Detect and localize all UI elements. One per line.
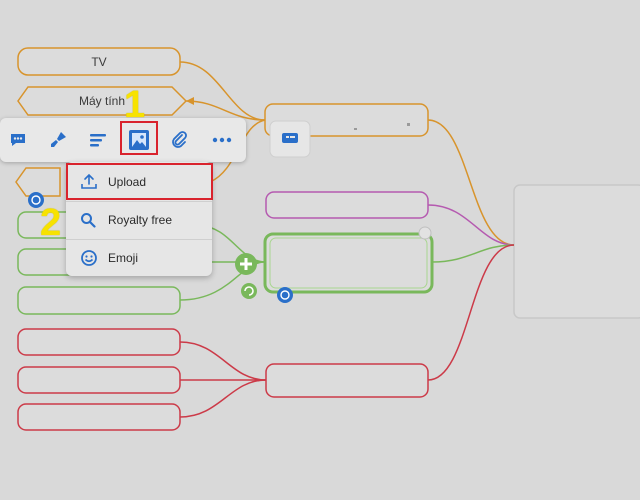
menu-item-emoji[interactable]: Emoji	[66, 240, 212, 276]
step-number-2: 2	[40, 202, 62, 244]
comment-icon	[11, 134, 25, 146]
red-leaf-node[interactable]	[17, 403, 181, 431]
menu-divider	[66, 201, 212, 202]
orange-branch-connector	[185, 100, 266, 121]
upload-highlight	[66, 163, 213, 200]
comment-button[interactable]	[4, 126, 32, 154]
image-button-highlight	[120, 121, 158, 155]
red-branch-connector	[179, 341, 267, 381]
central-node[interactable]	[513, 184, 640, 319]
image-menu: Upload Royalty free Emoji	[66, 162, 212, 276]
green-selected-node[interactable]	[263, 232, 434, 294]
menu-item-royalty-free[interactable]: Royalty free	[66, 202, 212, 238]
menu-item-emoji-label: Emoji	[108, 251, 139, 265]
red-leaf-node[interactable]	[17, 366, 181, 394]
node-tv[interactable]	[17, 47, 181, 76]
orange-branch-connector	[427, 119, 515, 246]
image-icon	[129, 130, 149, 150]
red-parent-node[interactable]	[265, 363, 429, 398]
menu-divider	[66, 239, 212, 240]
step-number-1: 1	[124, 84, 146, 126]
more-icon	[212, 137, 232, 143]
arrow-head	[186, 97, 194, 105]
green-branch-connector	[179, 261, 266, 301]
text-button[interactable]	[84, 126, 112, 154]
green-leaf-node[interactable]	[17, 286, 181, 315]
link-handle[interactable]	[28, 192, 44, 208]
text-align-icon	[90, 134, 106, 147]
emoji-icon	[80, 249, 100, 267]
node-may-tinh[interactable]	[17, 86, 188, 116]
link-handle[interactable]	[277, 287, 293, 303]
node-tv-label: TV	[91, 55, 107, 69]
green-branch-connector	[431, 244, 515, 263]
red-branch-connector	[179, 379, 267, 418]
image-button[interactable]	[125, 126, 153, 154]
upload-icon	[80, 173, 100, 191]
menu-item-royalty-free-label: Royalty free	[108, 213, 173, 227]
resize-handle[interactable]	[418, 226, 432, 240]
search-icon	[80, 212, 100, 228]
node-hidden-orange[interactable]	[15, 167, 61, 197]
menu-item-upload-label: Upload	[108, 175, 147, 189]
style-button[interactable]	[44, 126, 72, 154]
purple-branch-connector	[427, 204, 515, 246]
node-may-tinh-label: Máy tính	[78, 94, 126, 108]
collapse-button[interactable]	[241, 283, 257, 299]
red-branch-connector	[427, 244, 515, 381]
menu-item-upload[interactable]: Upload	[66, 164, 212, 200]
purple-node[interactable]	[265, 191, 429, 219]
attachment-icon	[172, 131, 187, 148]
paint-brush-icon	[51, 132, 66, 147]
red-leaf-node[interactable]	[17, 328, 181, 356]
more-button[interactable]	[208, 126, 236, 154]
attachment-button[interactable]	[165, 126, 193, 154]
orange-branch-connector	[179, 61, 266, 121]
